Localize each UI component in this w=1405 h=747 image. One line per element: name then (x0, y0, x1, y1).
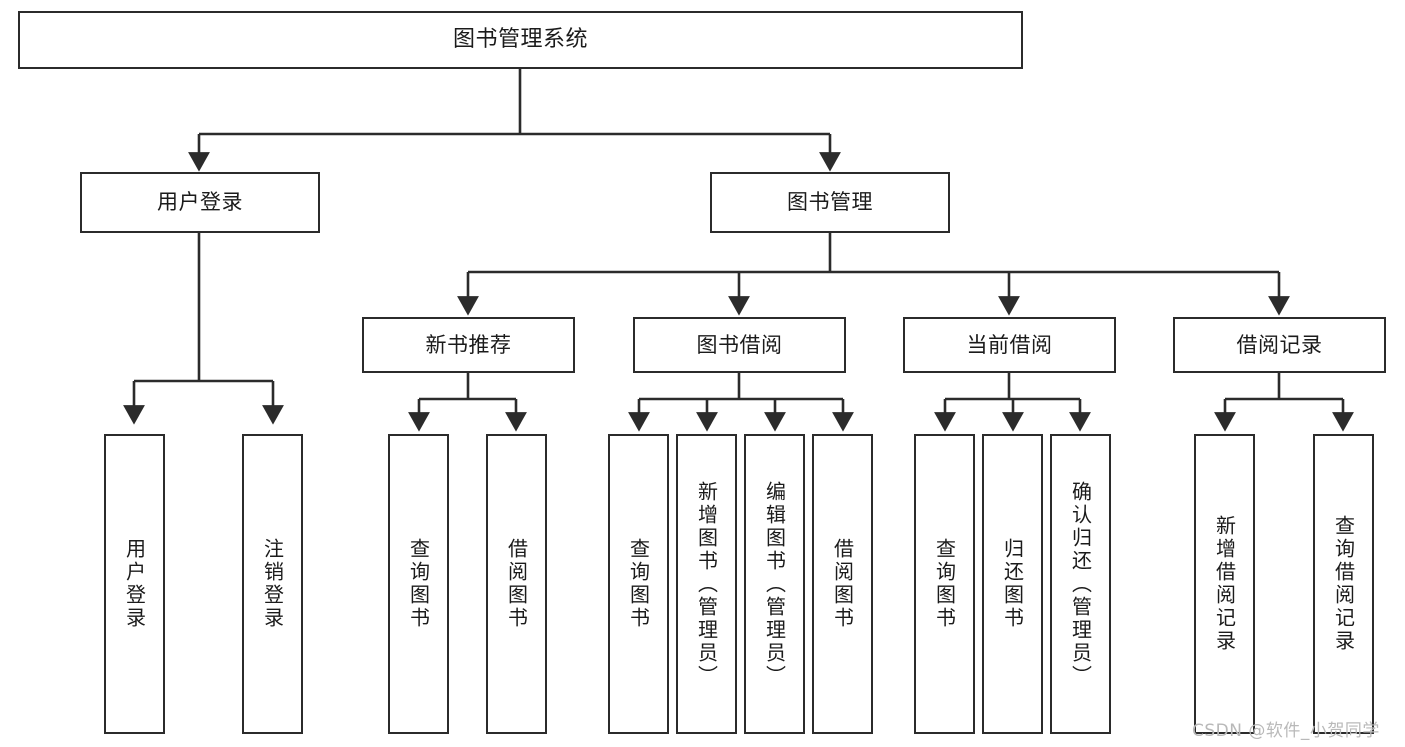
leaf-user-login-logout[interactable]: 注销登录 (242, 434, 303, 734)
leaf-current-borrow-query[interactable]: 查询图书 (914, 434, 975, 734)
leaf-current-borrow-confirm[interactable]: 确认归还（管理员） (1050, 434, 1111, 734)
node-label: 归还图书 (1000, 538, 1025, 630)
node-label: 借阅图书 (830, 538, 855, 630)
node-label: 查询图书 (932, 538, 957, 630)
node-label: 当前借阅 (966, 332, 1053, 357)
node-label: 查询图书 (626, 538, 651, 630)
node-label: 新增借阅记录 (1212, 515, 1237, 653)
leaf-new-book-borrow[interactable]: 借阅图书 (486, 434, 547, 734)
node-label: 注销登录 (260, 538, 285, 630)
leaf-current-borrow-return[interactable]: 归还图书 (982, 434, 1043, 734)
leaf-user-login-login[interactable]: 用户登录 (104, 434, 165, 734)
node-label: 借阅图书 (504, 538, 529, 630)
node-label: 图书借阅 (696, 332, 783, 357)
node-current-borrow[interactable]: 当前借阅 (903, 317, 1116, 373)
node-root-system[interactable]: 图书管理系统 (18, 11, 1023, 69)
node-new-book-recommend[interactable]: 新书推荐 (362, 317, 575, 373)
edge-group-book-borrow (628, 373, 854, 432)
csdn-watermark: CSDN @软件_小贺同学 (1192, 721, 1380, 741)
edge-group-new-book-recommend (408, 373, 527, 432)
node-book-management[interactable]: 图书管理 (710, 172, 950, 233)
node-label: 确认归还（管理员） (1068, 480, 1093, 688)
node-label: 查询借阅记录 (1331, 515, 1356, 653)
node-label: 用户登录 (157, 190, 243, 215)
leaf-book-borrow-lend[interactable]: 借阅图书 (812, 434, 873, 734)
edge-group-book-management (457, 233, 1290, 316)
leaf-borrow-record-query[interactable]: 查询借阅记录 (1313, 434, 1374, 734)
node-label: 用户登录 (122, 538, 147, 630)
node-label: 图书管理系统 (452, 27, 588, 53)
node-label: 借阅记录 (1236, 332, 1323, 357)
leaf-book-borrow-edit[interactable]: 编辑图书（管理员） (744, 434, 805, 734)
leaf-new-book-query[interactable]: 查询图书 (388, 434, 449, 734)
node-label: 新书推荐 (425, 332, 512, 357)
leaf-book-borrow-add[interactable]: 新增图书（管理员） (676, 434, 737, 734)
node-label: 图书管理 (787, 190, 873, 215)
leaf-borrow-record-add[interactable]: 新增借阅记录 (1194, 434, 1255, 734)
edge-group-user-login (123, 233, 284, 425)
node-label: 查询图书 (406, 538, 431, 630)
edge-group-current-borrow (934, 373, 1091, 432)
leaf-book-borrow-query[interactable]: 查询图书 (608, 434, 669, 734)
node-book-borrow[interactable]: 图书借阅 (633, 317, 846, 373)
node-borrow-record[interactable]: 借阅记录 (1173, 317, 1386, 373)
edge-group-root (188, 69, 841, 172)
node-user-login[interactable]: 用户登录 (80, 172, 320, 233)
edge-group-borrow-record (1214, 373, 1354, 432)
node-label: 新增图书（管理员） (694, 480, 719, 688)
node-label: 编辑图书（管理员） (762, 480, 787, 688)
